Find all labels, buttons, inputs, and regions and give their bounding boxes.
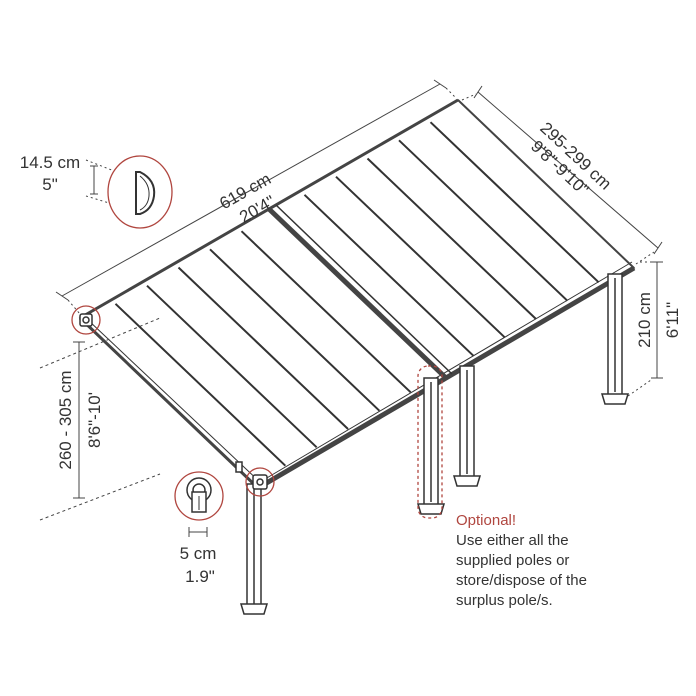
rafter-bracket <box>235 461 243 473</box>
corner-joint-front <box>252 474 268 490</box>
bracket-cm-label: 5 cm <box>180 544 217 563</box>
depth-dimension-line <box>477 91 659 249</box>
posts <box>235 273 630 615</box>
note-title: Optional! <box>456 512 516 529</box>
dimension-lines <box>39 79 663 537</box>
optional-post-highlight <box>417 365 443 519</box>
post-height-ft-label: 6'11" <box>663 302 682 338</box>
roof-panel-line <box>366 157 537 320</box>
roof-panel-line <box>146 284 318 449</box>
roof-panel-line <box>335 175 506 339</box>
corner-callout-front <box>245 467 275 497</box>
corner-callout-left <box>71 305 101 335</box>
post-front-middle <box>452 365 482 487</box>
wall-bracket-detail <box>174 471 224 521</box>
roof-panel-line <box>429 121 600 284</box>
post-front-right <box>600 273 630 405</box>
note-line-3: store/dispose of the <box>456 572 587 589</box>
note-line-2: supplied poles or <box>456 552 569 569</box>
bracket-in-label: 1.9" <box>185 567 215 586</box>
roof <box>78 98 636 491</box>
roof-panel-line <box>240 230 412 394</box>
length-dimension-line <box>61 83 441 297</box>
roof-panel-line <box>177 266 349 430</box>
gutter-in-label: 5" <box>42 175 58 194</box>
roof-panel-line <box>303 194 475 357</box>
roof-panel-line <box>398 139 569 302</box>
roof-panel-line <box>114 303 287 467</box>
note-line-4: surplus pole/s. <box>456 592 553 609</box>
right-rafter <box>457 99 635 269</box>
post-height-cm-label: 210 cm <box>635 292 654 348</box>
middle-rafter <box>267 207 448 380</box>
left-rafter <box>78 316 260 490</box>
gutter-profile-detail <box>107 155 173 229</box>
post-front-left <box>239 483 269 615</box>
note-line-1: Use either all the <box>456 532 569 549</box>
roof-panel-line <box>209 248 381 412</box>
roof-panel-lines <box>114 121 600 467</box>
post-optional-middle <box>416 377 446 515</box>
wall-height-ft-label: 8'6"-10' <box>85 392 104 448</box>
corner-joint-left <box>79 313 93 327</box>
gutter-cm-label: 14.5 cm <box>20 153 80 172</box>
wall-height-cm-label: 260 - 305 cm <box>56 370 75 469</box>
